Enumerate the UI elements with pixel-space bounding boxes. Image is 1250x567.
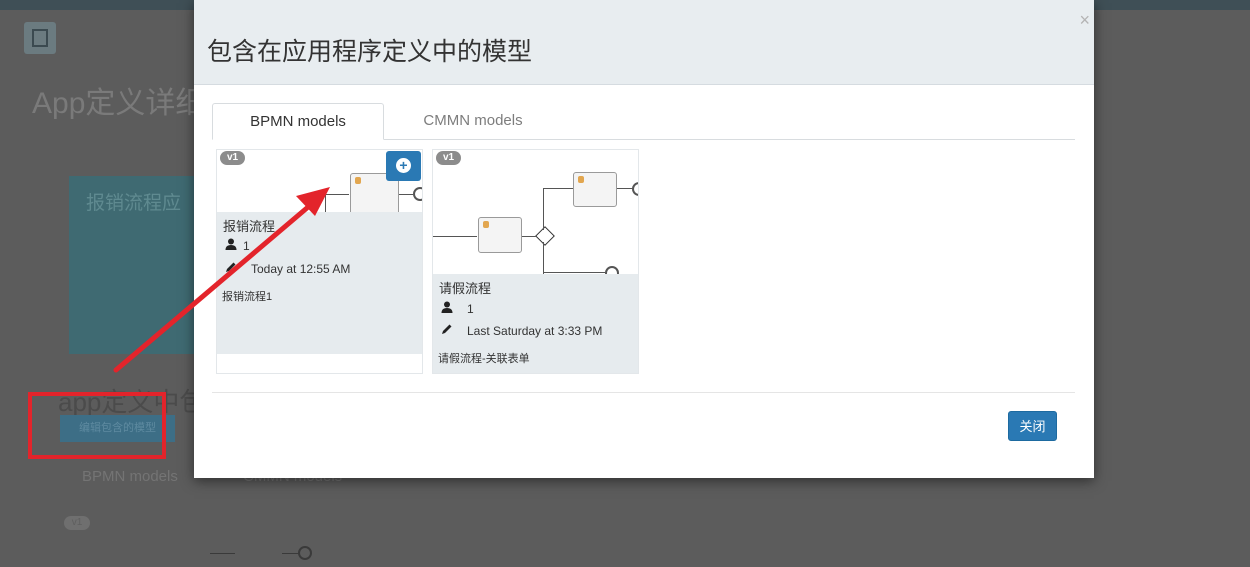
- model-user: 1: [467, 302, 474, 316]
- model-name: 报销流程: [223, 219, 276, 234]
- model-updated: Today at 12:55 AM: [251, 262, 351, 276]
- model-info: 报销流程 1 Today at 12:55 AM 报销流程1: [217, 212, 422, 354]
- version-badge: v1: [220, 151, 245, 165]
- model-user-row: 1: [441, 301, 474, 316]
- pencil-icon: [441, 323, 459, 338]
- model-info: 请假流程 1 Last Saturday at 3:33 PM 请假流程-关联表…: [433, 274, 638, 373]
- plus-circle-icon: +: [396, 158, 411, 173]
- model-card-expense[interactable]: v1 + 报销流程 1 Today at 12:55 AM 报销流程1: [216, 149, 423, 374]
- model-updated-row: Last Saturday at 3:33 PM: [441, 323, 602, 338]
- dialog-header: 包含在应用程序定义中的模型 ×: [194, 0, 1094, 85]
- include-model-button[interactable]: +: [386, 151, 421, 181]
- dialog-title: 包含在应用程序定义中的模型: [207, 38, 533, 66]
- background-card-title: 报销流程应: [86, 193, 182, 214]
- close-icon[interactable]: ×: [1079, 10, 1090, 30]
- background-flow-line: [282, 553, 300, 554]
- tab-cmmn-models[interactable]: CMMN models: [423, 112, 523, 129]
- version-badge: v1: [436, 151, 461, 165]
- model-card-leave[interactable]: v1 请假流程 1 Last Saturday at 3:33 PM 请假流程-…: [432, 149, 639, 374]
- model-user-row: 1: [225, 238, 250, 253]
- model-updated-row: Today at 12:55 AM: [225, 261, 350, 276]
- model-name: 请假流程: [439, 281, 492, 296]
- save-icon: [24, 22, 56, 54]
- tab-bpmn-models[interactable]: BPMN models: [212, 103, 384, 140]
- edit-included-models-button: 编辑包含的模型: [60, 415, 175, 442]
- included-models-dialog: 包含在应用程序定义中的模型 × BPMN models CMMN models …: [194, 0, 1094, 478]
- footer-divider: [212, 392, 1075, 393]
- user-icon: [225, 238, 243, 253]
- close-button[interactable]: 关闭: [1008, 411, 1057, 441]
- background-tab-bpmn: BPMN models: [82, 468, 178, 485]
- model-user: 1: [243, 239, 250, 253]
- user-icon: [441, 301, 459, 316]
- annotation-highlight-box: [28, 392, 166, 459]
- tabs-baseline: [212, 139, 1075, 140]
- model-thumbnail: [433, 150, 638, 274]
- pencil-icon: [225, 261, 243, 276]
- background-end-event: [298, 546, 312, 560]
- background-version-badge: v1: [64, 516, 90, 530]
- model-description: 请假流程-关联表单: [438, 353, 530, 365]
- background-flow-line: [210, 553, 235, 554]
- background-page-title: App定义详细: [32, 87, 206, 120]
- model-updated: Last Saturday at 3:33 PM: [467, 324, 603, 338]
- model-description: 报销流程1: [222, 291, 273, 303]
